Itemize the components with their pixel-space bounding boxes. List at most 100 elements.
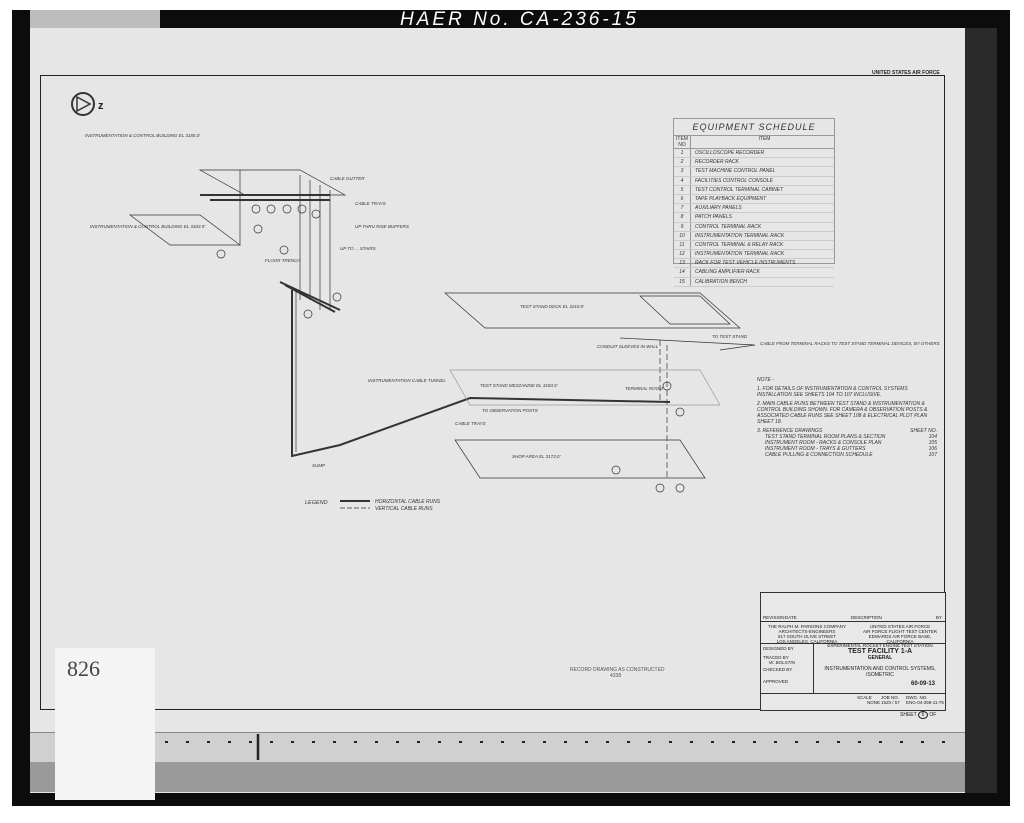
reference-title: CABLE PULLING & CONNECTION SCHEDULE bbox=[765, 452, 873, 458]
label-mezzanine: TEST STAND MEZZANINE EL 3183.5' bbox=[480, 383, 558, 388]
record-ref: 4338 bbox=[610, 673, 622, 679]
film-edge bbox=[30, 10, 160, 28]
label-bldg-top: INSTRUMENTATION & CONTROL BUILDING EL 31… bbox=[85, 133, 200, 138]
notes-title: NOTE - bbox=[757, 377, 774, 383]
schedule-item-no: 2 bbox=[674, 158, 691, 167]
label-observation: TO OBSERVATION POSTS bbox=[482, 408, 538, 413]
tb-sheet-label: SHEET bbox=[900, 712, 917, 718]
tb-checked-by: CHECKED BY bbox=[763, 667, 793, 672]
right-edge-strip bbox=[965, 28, 997, 793]
schedule-item-no: 8 bbox=[674, 213, 691, 222]
tb-revision: REVISION bbox=[763, 615, 785, 620]
card-number: 826 bbox=[67, 656, 100, 681]
label-cable-from: CABLE FROM TERMINAL RACKS TO TEST STAND … bbox=[760, 341, 940, 346]
note-3: 3. REFERENCE DRAWINGS bbox=[757, 428, 823, 434]
schedule-col-item: ITEM bbox=[758, 136, 771, 142]
schedule-row: 8 PATCH PANELS bbox=[674, 213, 834, 223]
tb-project-header: EXPERIMENTAL ROCKET ENGINE TEST STATION bbox=[827, 643, 933, 648]
refs-header: SHEET NO. bbox=[910, 428, 937, 434]
label-floor-trench: FLOOR TRENCH bbox=[265, 258, 301, 263]
label-cable-trays-2: CABLE TRAYS bbox=[455, 421, 486, 426]
sheet-tag: UNITED STATES AIR FORCE bbox=[872, 70, 940, 76]
tb-dwg: ENG-04-259-11-75 bbox=[906, 700, 944, 705]
schedule-item-no: 6 bbox=[674, 194, 691, 204]
schedule-item-no: 3 bbox=[674, 167, 691, 176]
legend-vertical: VERTICAL CABLE RUNS bbox=[375, 506, 433, 512]
record-title: RECORD DRAWING AS CONSTRUCTED bbox=[570, 667, 665, 673]
label-to-test-stand: TO TEST STAND bbox=[712, 334, 748, 339]
schedule-item-name: PATCH PANELS bbox=[695, 214, 732, 221]
reference-sheet: 105 bbox=[928, 440, 937, 446]
label-deck: TEST STAND DECK EL 3210.0' bbox=[520, 304, 584, 309]
record-stamp: RECORD DRAWING AS CONSTRUCTED 4338 bbox=[570, 667, 665, 679]
tb-designed-by: DESIGNED BY bbox=[763, 646, 794, 651]
schedule-item-no: 14 bbox=[674, 268, 691, 277]
label-tunnel: INSTRUMENTATION CABLE TUNNEL bbox=[368, 378, 446, 383]
schedule-row: 4 FACILITIES CONTROL CONSOLE bbox=[674, 176, 834, 186]
tb-scale-label: SCALE bbox=[857, 695, 872, 700]
schedule-item-no: 4 bbox=[674, 176, 691, 185]
label-sump: SUMP bbox=[312, 463, 325, 468]
schedule-item-name: FACILITIES CONTROL CONSOLE bbox=[695, 177, 773, 184]
label-up-thru: UP THRU RISE BUFFERS bbox=[355, 224, 409, 229]
reference-sheet: 106 bbox=[928, 446, 937, 452]
title-block: REVISION DATE DESCRIPTION BY THE RALPH M… bbox=[760, 592, 946, 711]
tb-by: BY bbox=[936, 615, 943, 620]
schedule-item-no: 12 bbox=[674, 250, 691, 259]
schedule-item-no: 13 bbox=[674, 259, 691, 268]
label-conduit: CONDUIT SLEEVES IN WALL bbox=[597, 344, 659, 349]
agency-line: EDWARDS AIR FORCE BASE, CALIFORNIA bbox=[868, 634, 932, 644]
tb-dwg-label: DWG. NO. bbox=[906, 695, 928, 700]
agency-line: AIR FORCE FLIGHT TEST CENTER bbox=[862, 629, 937, 634]
scale-ruler bbox=[30, 732, 965, 763]
schedule-item-name: RECORDER RACK bbox=[695, 159, 739, 166]
schedule-row: 6 TAPE PLAYBACK EQUIPMENT bbox=[674, 194, 834, 205]
firm-line: LOS ANGELES, CALIFORNIA bbox=[776, 639, 838, 644]
reference-row: INSTRUMENT ROOM - RACKS & CONSOLE PLAN 10… bbox=[757, 440, 937, 446]
schedule-item-no: 11 bbox=[674, 240, 691, 250]
notes: NOTE - 1. FOR DETAILS OF INSTRUMENTATION… bbox=[757, 377, 937, 458]
label-shop: SHOP AREA EL 3173.0' bbox=[512, 454, 560, 459]
tb-tracer: W. BOLSTIN bbox=[769, 660, 795, 665]
tb-subtitle: INSTRUMENTATION AND CONTROL SYSTEMS, ISO… bbox=[824, 666, 936, 678]
reference-title: TEST STAND TERMINAL ROOM PLANS & SECTION bbox=[765, 434, 886, 440]
label-up-to: UP TO ... STAIRS bbox=[340, 246, 376, 251]
haer-number: HAER No. CA-236-15 bbox=[400, 9, 639, 30]
schedule-item-name: INSTRUMENTATION TERMINAL RACK bbox=[695, 232, 785, 239]
agency-line: UNITED STATES AIR FORCE bbox=[869, 624, 931, 629]
schedule-col-no: ITEM NO bbox=[674, 136, 691, 148]
schedule-item-no: 15 bbox=[674, 277, 691, 286]
legend-title: LEGEND bbox=[305, 500, 328, 506]
reference-title: INSTRUMENT ROOM - RACKS & CONSOLE PLAN bbox=[765, 440, 882, 446]
tb-title1: TEST FACILITY 1-A bbox=[847, 648, 913, 655]
north-arrow-icon bbox=[71, 92, 95, 116]
schedule-row: 2 RECORDER RACK bbox=[674, 158, 834, 168]
note-2: 2. MAIN CABLE RUNS BETWEEN TEST STAND & … bbox=[757, 401, 928, 425]
schedule-item-no: 9 bbox=[674, 222, 691, 231]
bottom-band bbox=[30, 762, 965, 792]
tb-title2: GENERAL bbox=[867, 655, 893, 661]
tb-traced-by: TRACED BY bbox=[763, 655, 789, 660]
firm-line: ARCHITECTS-ENGINEERS bbox=[778, 629, 836, 634]
tb-date: DATE bbox=[785, 615, 797, 620]
schedule-item-name: TAPE PLAYBACK EQUIPMENT bbox=[695, 195, 767, 202]
schedule-item-name: OSCILLOSCOPE RECORDER bbox=[695, 150, 765, 156]
tb-description: DESCRIPTION bbox=[851, 615, 882, 620]
index-card: 826 bbox=[55, 648, 155, 800]
